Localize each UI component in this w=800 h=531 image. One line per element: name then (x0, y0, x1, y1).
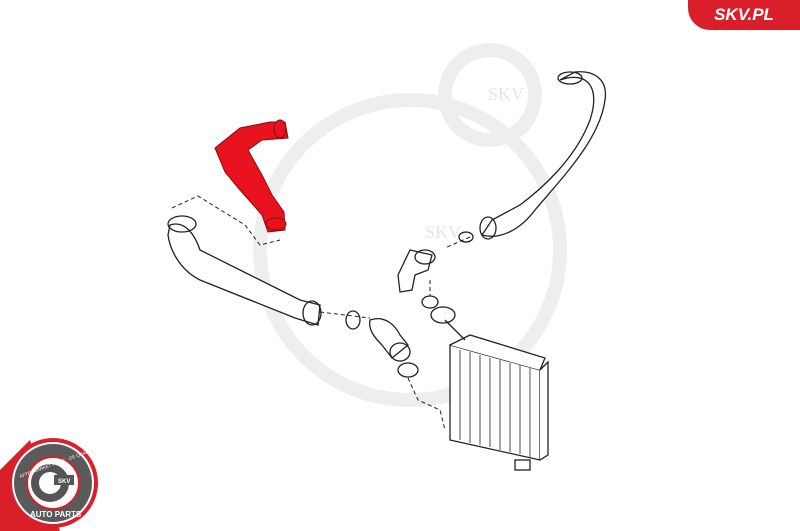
elbow (369, 318, 409, 359)
o-ring (345, 310, 361, 330)
watermark-text: SKV (488, 84, 524, 104)
middle-elbow (397, 249, 433, 293)
upper-pipe (480, 71, 607, 237)
skv-auto-parts-seal: SKV AFTERMARKET PRICE · OE QUALITY AUTO … (0, 438, 98, 531)
seal-center-text: SKV (58, 479, 70, 485)
o-ring (421, 295, 439, 309)
intercooler (444, 319, 549, 471)
brand-badge[interactable]: SKV.PL (688, 0, 800, 30)
o-ring (458, 231, 474, 243)
flange (430, 306, 456, 324)
watermark-text-2: SKV (425, 222, 461, 242)
watermark-gear-icon (253, 43, 567, 407)
highlighted-hose (214, 119, 289, 233)
o-ring (397, 362, 419, 378)
left-pipe (167, 223, 321, 326)
seal-bottom-text: AUTO PARTS (30, 510, 82, 519)
